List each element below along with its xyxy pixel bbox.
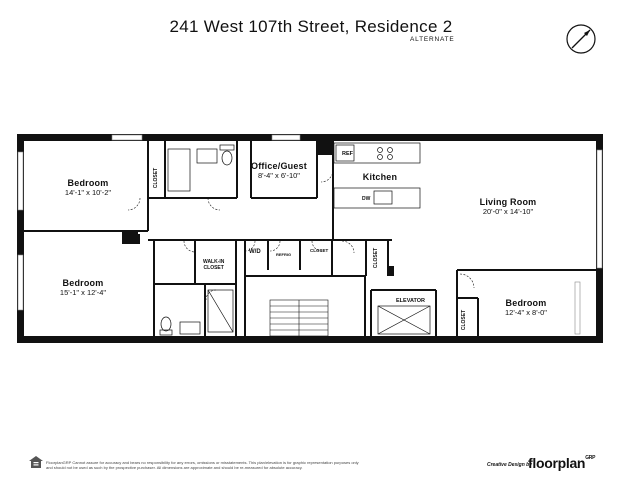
refrigerator-hall-label: REFRIG <box>276 252 292 257</box>
room-name: Bedroom <box>62 278 104 288</box>
wall-posts <box>122 141 394 276</box>
room-dimensions: 12'-4" x 8'-0" <box>505 308 547 317</box>
stairs <box>269 299 329 337</box>
elevator-shaft <box>377 305 431 335</box>
kitchen-counters <box>333 142 421 209</box>
bedroom-2-label: Bedroom 15'-1" x 12'-4" <box>60 278 106 298</box>
bathroom-1-fixtures <box>167 144 235 192</box>
walk-in-closet-label: WALK-IN CLOSET <box>203 259 224 271</box>
hall-closet-label: CLOSET <box>310 248 329 253</box>
washer-dryer-label: W/D <box>249 249 261 255</box>
refrigerator-label: REF <box>342 151 353 157</box>
plan-title: 241 West 107th Street, Residence 2 <box>169 17 453 36</box>
room-dimensions: 14'-1" x 10'-2" <box>64 188 112 197</box>
living-room-label: Living Room 20'-0" x 14'-10" <box>480 197 537 217</box>
bedroom-1-label: Bedroom 14'-1" x 10'-2" <box>65 178 111 198</box>
brand-suffix: GRP <box>585 455 596 461</box>
closet-label: CLOSET <box>373 247 380 269</box>
closet-label: CLOSET <box>153 167 160 189</box>
bathroom-2-fixtures <box>159 289 234 336</box>
room-name: Bedroom <box>67 178 109 188</box>
office-label: Office/Guest 8'-4" x 6'-10" <box>251 161 307 181</box>
plan-subtitle: ALTERNATE <box>410 36 455 43</box>
north-arrow-icon <box>566 24 596 54</box>
disclaimer-text: FloorplanGRP Cannot assure for accuracy … <box>46 460 359 470</box>
bedroom-3-label: Bedroom 12'-4" x 8'-0" <box>505 298 547 318</box>
brand-name: floorplan <box>528 455 586 471</box>
design-credit: Creative Design by <box>487 462 533 468</box>
room-name: Bedroom <box>505 298 547 308</box>
windows <box>17 134 603 335</box>
room-name: Living Room <box>479 197 537 207</box>
room-name: Office/Guest <box>251 161 307 171</box>
door-swings <box>127 169 475 301</box>
closet-text: CLOSET <box>203 265 224 271</box>
room-dimensions: 15'-1" x 12'-4" <box>59 288 107 297</box>
room-dimensions: 20'-0" x 14'-10" <box>482 207 534 216</box>
room-dimensions: 8'-4" x 6'-10" <box>258 171 300 180</box>
room-name: Kitchen <box>362 172 398 182</box>
closet-label: CLOSET <box>461 309 468 331</box>
walk-in-text: WALK-IN <box>203 259 225 265</box>
elevator-label: ELEVATOR <box>396 298 426 304</box>
equal-housing-icon <box>29 456 43 468</box>
kitchen-label: Kitchen <box>363 172 397 182</box>
brand-logo: floorplanGRP <box>528 455 595 471</box>
dishwasher-label: DW <box>362 196 371 202</box>
